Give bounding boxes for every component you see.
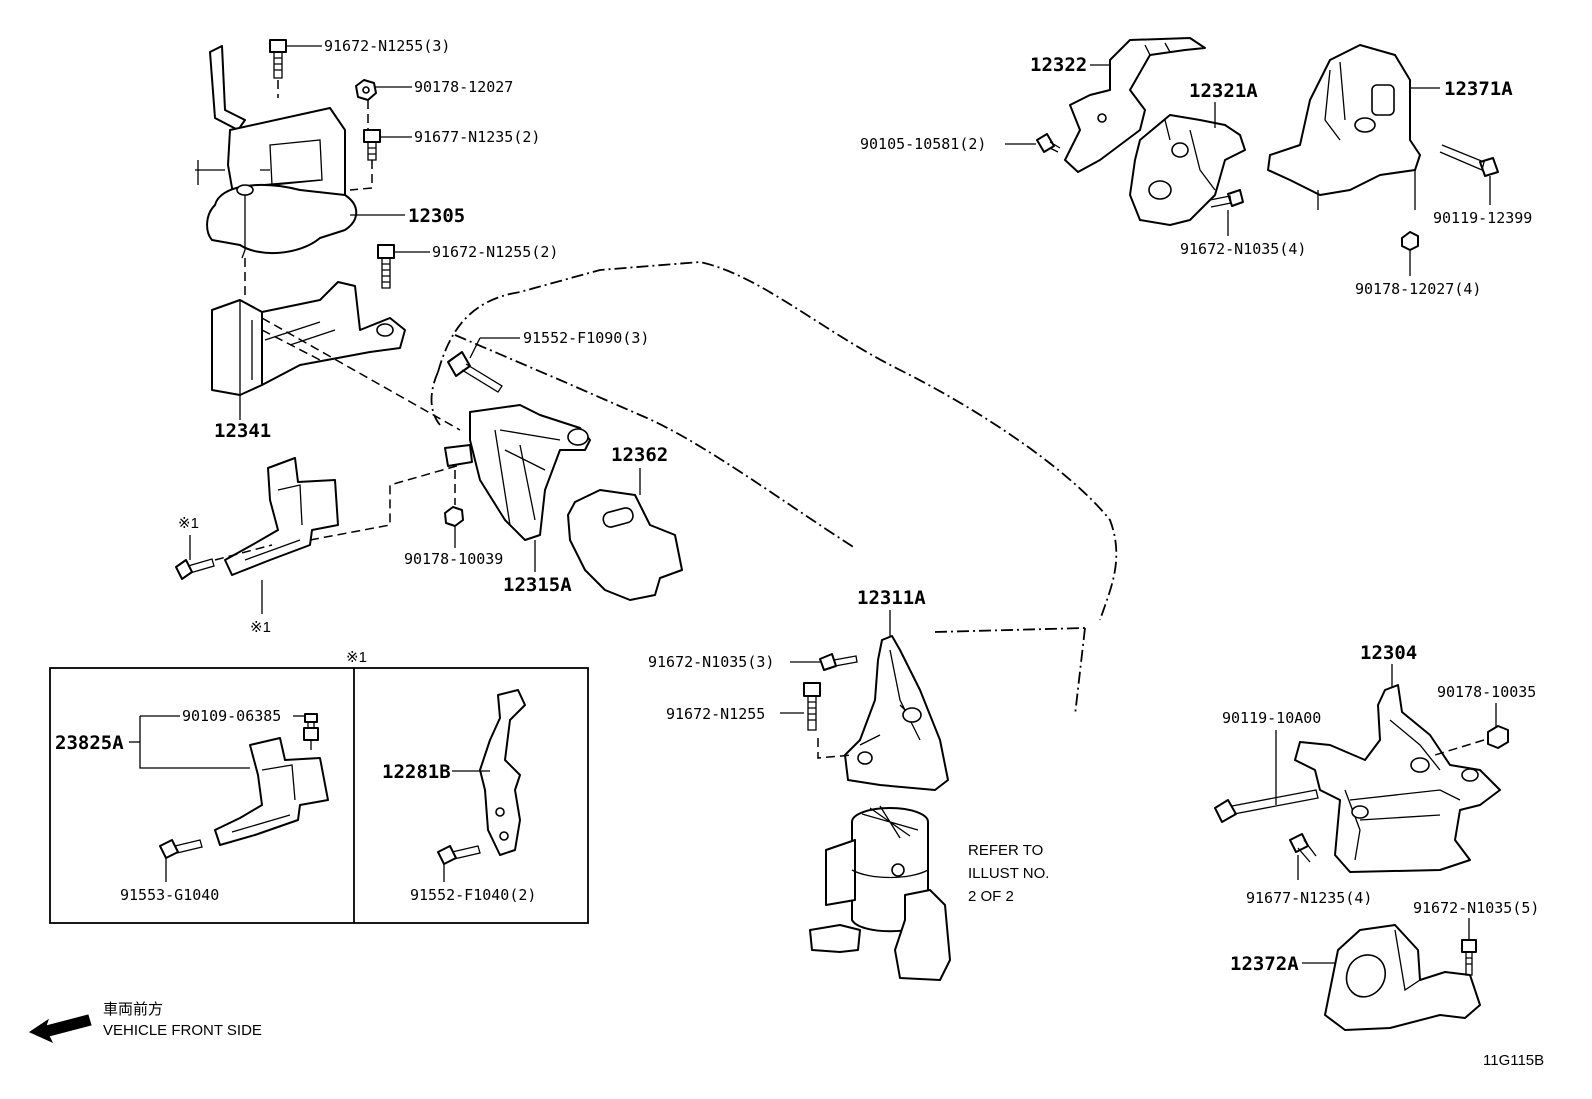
engine-outline-base bbox=[934, 627, 1086, 716]
part-star1-cover[interactable] bbox=[224, 457, 339, 576]
bolt-91672-n1035-5-icon bbox=[1461, 939, 1477, 976]
bolt-91553-g1040-icon bbox=[159, 839, 203, 859]
label-star1-box: ※1 bbox=[346, 649, 367, 666]
part-12341-bracket[interactable] bbox=[211, 281, 406, 396]
label-12372a[interactable]: 12372A bbox=[1230, 953, 1299, 975]
part-lower-mount-refer[interactable] bbox=[809, 805, 951, 981]
label-91677-n1235-4: 91677-N1235(4) bbox=[1246, 889, 1372, 907]
part-12371a-mount[interactable] bbox=[1267, 44, 1421, 210]
part-12305-engine-mount[interactable] bbox=[195, 45, 358, 259]
part-12315a-bracket[interactable] bbox=[444, 404, 591, 541]
bolt-91672-n1255-2-icon bbox=[377, 244, 395, 289]
label-12305[interactable]: 12305 bbox=[408, 205, 465, 227]
label-91552-f1090-3: 91552-F1090(3) bbox=[523, 329, 649, 347]
nut-90178-10039-icon bbox=[444, 506, 464, 527]
leader-dash-12341 bbox=[261, 317, 461, 431]
label-star1-bolt: ※1 bbox=[178, 515, 199, 532]
engine-outline bbox=[437, 261, 1118, 621]
label-90178-12027-4: 90178-12027(4) bbox=[1355, 280, 1481, 298]
label-90109-06385: 90109-06385 bbox=[182, 707, 281, 725]
label-12322[interactable]: 12322 bbox=[1030, 54, 1087, 76]
bolt-91672-n1035-3-icon bbox=[819, 653, 858, 671]
bolt-90105-10581-2-icon bbox=[1036, 133, 1061, 153]
label-refer-line3: 2 OF 2 bbox=[968, 888, 1014, 905]
bolt-91672-n1255-3-icon bbox=[269, 39, 287, 79]
bolt-91677-n1235-4-icon bbox=[1289, 833, 1317, 863]
label-91672-n1255: 91672-N1255 bbox=[666, 705, 765, 723]
label-12341[interactable]: 12341 bbox=[214, 420, 271, 442]
label-91553-g1040: 91553-G1040 bbox=[120, 886, 219, 904]
label-refer-line1: REFER TO bbox=[968, 842, 1043, 859]
part-12281b-bracket[interactable] bbox=[479, 689, 526, 856]
leader-dash-12311a bbox=[817, 738, 853, 759]
label-illust-code: 11G115B bbox=[1483, 1052, 1544, 1069]
nut-90178-10035-icon bbox=[1487, 725, 1509, 749]
bolt-91677-n1235-2-icon bbox=[363, 129, 381, 161]
label-12281b[interactable]: 12281B bbox=[382, 761, 451, 783]
part-12372a-mount[interactable] bbox=[1324, 924, 1481, 1031]
label-12315a[interactable]: 12315A bbox=[503, 574, 572, 596]
part-12362-pad[interactable] bbox=[567, 489, 683, 601]
star1-detail-box bbox=[49, 667, 589, 924]
label-12321a[interactable]: 12321A bbox=[1189, 80, 1258, 102]
label-12362[interactable]: 12362 bbox=[611, 444, 668, 466]
label-90119-12399: 90119-12399 bbox=[1433, 209, 1532, 227]
label-12371a[interactable]: 12371A bbox=[1444, 78, 1513, 100]
leader-dash-12304 bbox=[1434, 739, 1485, 756]
vehicle-front-arrow-icon bbox=[28, 1014, 92, 1044]
bolt-90119-10a00-icon bbox=[1214, 789, 1319, 823]
label-90178-10035: 90178-10035 bbox=[1437, 683, 1536, 701]
label-front-jp: 車両前方 bbox=[103, 1001, 163, 1018]
label-90119-10a00: 90119-10A00 bbox=[1222, 709, 1321, 727]
bolt-91552-f1040-2-icon bbox=[437, 845, 481, 865]
leader-lines bbox=[129, 45, 1497, 964]
bolt-90109-06385-icon bbox=[303, 713, 319, 750]
label-90178-10039: 90178-10039 bbox=[404, 550, 503, 568]
label-91552-f1040-2: 91552-F1040(2) bbox=[410, 886, 536, 904]
engine-outline-lower bbox=[430, 334, 856, 549]
label-90105-10581-2: 90105-10581(2) bbox=[860, 135, 986, 153]
part-12304-bracket[interactable] bbox=[1294, 684, 1501, 873]
label-12311a[interactable]: 12311A bbox=[857, 587, 926, 609]
bolt-91672-n1035-4-icon bbox=[1209, 189, 1244, 208]
nut-90178-12027-icon bbox=[355, 79, 377, 101]
part-12322-bracket[interactable] bbox=[1064, 37, 1206, 173]
bolt-91552-f1090-3-icon bbox=[447, 351, 503, 393]
bolt-91672-n1255-icon bbox=[803, 682, 821, 731]
label-91672-n1255-3: 91672-N1255(3) bbox=[324, 37, 450, 55]
part-12321a-mount[interactable] bbox=[1129, 114, 1246, 226]
label-91672-n1255-2: 91672-N1255(2) bbox=[432, 243, 558, 261]
part-23825a-cover[interactable] bbox=[214, 737, 329, 846]
label-12304[interactable]: 12304 bbox=[1360, 642, 1417, 664]
label-91672-n1035-4: 91672-N1035(4) bbox=[1180, 240, 1306, 258]
nut-90178-12027-4-icon bbox=[1401, 231, 1419, 251]
part-12311a-bracket[interactable] bbox=[844, 635, 949, 791]
bolt-star1-icon bbox=[175, 558, 215, 580]
leader-dash-cover bbox=[214, 464, 461, 561]
label-91672-n1035-5: 91672-N1035(5) bbox=[1413, 899, 1539, 917]
label-refer-line2: ILLUST NO. bbox=[968, 865, 1049, 882]
label-front-en: VEHICLE FRONT SIDE bbox=[103, 1022, 262, 1039]
label-91677-n1235-2: 91677-N1235(2) bbox=[414, 128, 540, 146]
label-91672-n1035-3: 91672-N1035(3) bbox=[648, 653, 774, 671]
label-90178-12027: 90178-12027 bbox=[414, 78, 513, 96]
leader-dash-12305 bbox=[277, 80, 373, 191]
label-23825a[interactable]: 23825A bbox=[55, 732, 124, 754]
label-star1-cover: ※1 bbox=[250, 619, 271, 636]
bolt-90119-12399-icon bbox=[1439, 144, 1499, 177]
